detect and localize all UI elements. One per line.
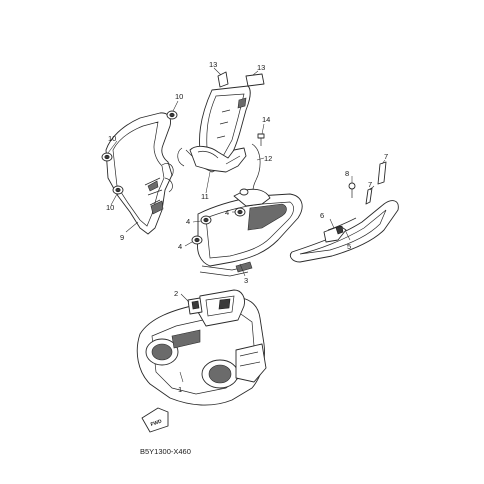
callout-5: 5	[347, 242, 351, 251]
grommet-4-top[interactable]	[200, 215, 212, 225]
callout-7-bottom: 7	[368, 180, 372, 189]
diagram-code: B5Y1300-X460	[140, 447, 191, 456]
callout-10-top: 10	[175, 92, 183, 101]
callout-12: 12	[264, 154, 272, 163]
callout-13-right: 13	[257, 63, 265, 72]
label-part-13b[interactable]	[245, 73, 265, 87]
label-part-7b[interactable]	[365, 187, 373, 205]
callout-7-top: 7	[384, 152, 388, 161]
callout-2: 2	[174, 289, 178, 298]
label-part-7a[interactable]	[377, 161, 387, 185]
label-part-13a[interactable]	[217, 71, 229, 88]
callout-4-bottom: 4	[178, 242, 182, 251]
callout-10-mid: 10	[108, 134, 116, 143]
screw-part-8[interactable]	[348, 182, 356, 198]
callout-4-top: 4	[186, 217, 190, 226]
bracket-part-11[interactable]	[177, 145, 247, 173]
bulb-part-2[interactable]	[187, 297, 203, 315]
callout-11: 11	[201, 192, 209, 201]
callout-8: 8	[345, 169, 349, 178]
callout-6: 6	[320, 211, 324, 220]
callout-14: 14	[262, 115, 270, 124]
front-cowl-part[interactable]	[197, 193, 303, 277]
leader-lines	[107, 67, 386, 383]
grommet-4-right[interactable]	[234, 207, 246, 217]
callout-1: 1	[178, 385, 182, 394]
fwd-label: FWD	[150, 418, 163, 428]
callout-9: 9	[120, 233, 124, 242]
side-cover-left-part[interactable]	[105, 112, 174, 235]
callout-4-right: 4	[225, 208, 229, 217]
bolt-14[interactable]	[257, 133, 265, 146]
grommet-10-mid[interactable]	[101, 152, 113, 162]
fwd-arrow-icon: FWD	[141, 407, 169, 433]
grommet-4-bottom[interactable]	[191, 235, 203, 245]
callout-13-left: 13	[209, 60, 217, 69]
grommet-10-top[interactable]	[166, 110, 178, 120]
bracket-part-6[interactable]	[323, 225, 347, 243]
callout-10-bottom: 10	[106, 203, 114, 212]
grommet-10-bottom[interactable]	[112, 185, 124, 195]
headlight-assembly-part[interactable]	[136, 289, 267, 406]
callout-3: 3	[244, 276, 248, 285]
bracket-upper-front[interactable]	[233, 188, 271, 207]
